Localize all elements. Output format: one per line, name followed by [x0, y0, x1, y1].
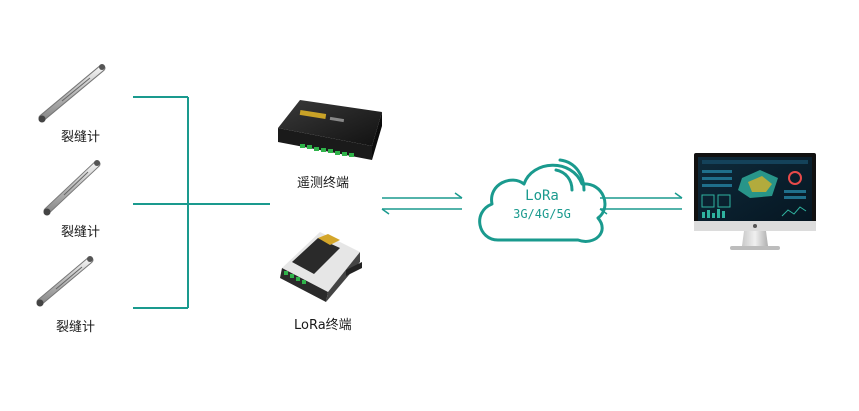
sensor-1-label: 裂缝计: [61, 130, 101, 145]
terminal-cloud-arrows: [381, 192, 463, 215]
sensor-connector-lines: [133, 96, 270, 309]
lora-terminal-label: LoRa终端: [294, 318, 352, 333]
cloud-label-networks: 3G/4G/5G: [513, 207, 571, 221]
cloud-label-lora: LoRa: [525, 188, 559, 204]
lora-terminal-icon: [280, 232, 362, 302]
dashboard-screen: [701, 160, 808, 218]
monitor-icon: [694, 153, 816, 250]
telemetry-terminal-icon: [278, 100, 382, 160]
crack-gauge-2-icon: [43, 160, 101, 216]
telemetry-terminal-label: 遥测终端: [297, 176, 350, 191]
cloud-computer-arrows: [599, 192, 683, 215]
cloud-icon: [478, 158, 607, 243]
crack-gauge-3-icon: [36, 256, 94, 307]
crack-gauge-1-icon: [38, 64, 106, 123]
sensor-3-label: 裂缝计: [56, 320, 96, 335]
sensor-2-label: 裂缝计: [61, 225, 101, 240]
